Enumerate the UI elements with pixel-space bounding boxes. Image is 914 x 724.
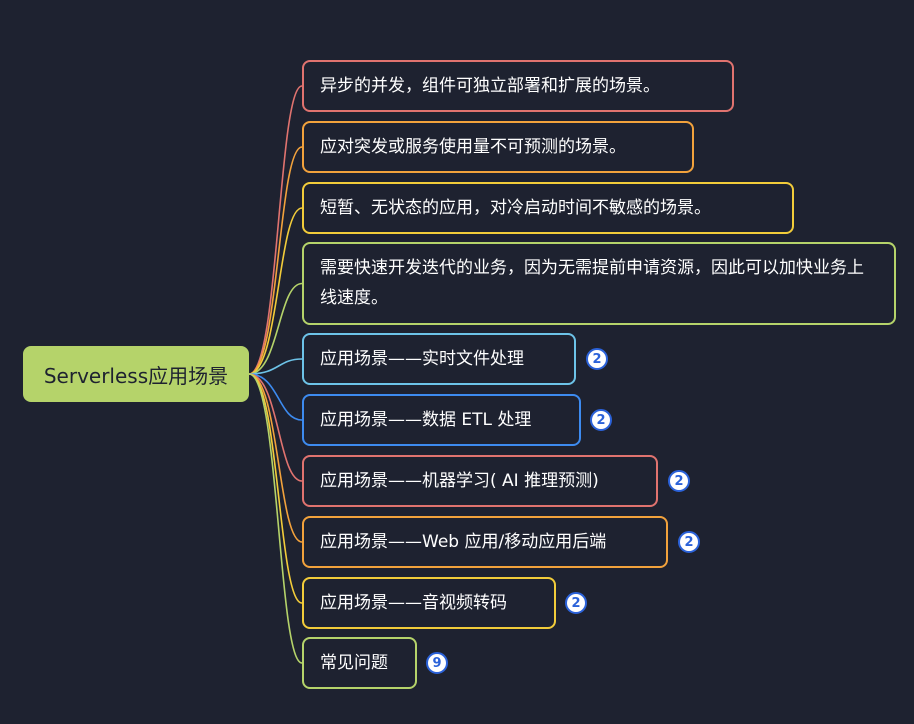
child-count-badge[interactable]: 2 [565,592,587,614]
topic-machine-learning[interactable]: 应用场景——机器学习( AI 推理预测) [302,455,658,507]
child-count-badge[interactable]: 2 [678,531,700,553]
topic-async-concurrency[interactable]: 异步的并发，组件可独立部署和扩展的场景。 [302,60,734,112]
connector-line [248,373,303,543]
topic-burst-traffic[interactable]: 应对突发或服务使用量不可预测的场景。 [302,121,694,173]
connector-line [248,207,303,375]
topic-label: 应用场景——Web 应用/移动应用后端 [320,532,607,552]
connector-line [248,282,303,375]
badge-count: 2 [592,351,602,367]
topic-realtime-file-processing[interactable]: 应用场景——实时文件处理 [302,333,576,385]
connector-line [248,146,303,375]
topic-label: 应用场景——音视频转码 [320,593,507,613]
topic-label: 应用场景——机器学习( AI 推理预测) [320,471,599,491]
topic-faq[interactable]: 常见问题 [302,637,417,689]
topic-label: 应对突发或服务使用量不可预测的场景。 [320,137,626,157]
child-count-badge[interactable]: 2 [590,409,612,431]
child-count-badge[interactable]: 9 [426,652,448,674]
connector-line [248,373,303,664]
connector-line [248,85,303,375]
connector-line [248,373,303,482]
connector-line [248,358,303,375]
badge-count: 2 [596,412,606,428]
topic-label: 应用场景——实时文件处理 [320,349,524,369]
topic-data-etl[interactable]: 应用场景——数据 ETL 处理 [302,394,581,446]
child-count-badge[interactable]: 2 [668,470,690,492]
topic-label: 异步的并发，组件可独立部署和扩展的场景。 [320,76,660,96]
root-topic[interactable]: Serverless应用场景 [23,346,249,402]
topic-label: 常见问题 [320,653,388,673]
topic-web-mobile-backend[interactable]: 应用场景——Web 应用/移动应用后端 [302,516,668,568]
topic-stateless-apps[interactable]: 短暂、无状态的应用，对冷启动时间不敏感的场景。 [302,182,794,234]
topic-label: 应用场景——数据 ETL 处理 [320,410,532,430]
topic-label: 需要快速开发迭代的业务，因为无需提前申请资源，因此可以加快业务上线速度。 [320,258,864,308]
badge-count: 2 [674,473,684,489]
badge-count: 9 [432,655,442,671]
root-topic-label: Serverless应用场景 [43,363,229,388]
connector-line [248,373,303,604]
topic-label: 短暂、无状态的应用，对冷启动时间不敏感的场景。 [320,198,711,218]
topic-fast-iteration[interactable]: 需要快速开发迭代的业务，因为无需提前申请资源，因此可以加快业务上线速度。 [302,242,896,325]
badge-count: 2 [571,595,581,611]
child-count-badge[interactable]: 2 [586,348,608,370]
connector-line [248,373,303,421]
topic-av-transcoding[interactable]: 应用场景——音视频转码 [302,577,556,629]
badge-count: 2 [684,534,694,550]
